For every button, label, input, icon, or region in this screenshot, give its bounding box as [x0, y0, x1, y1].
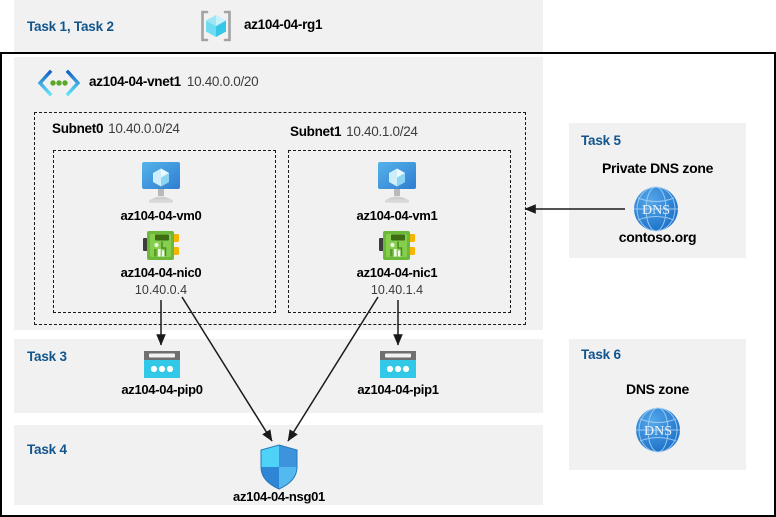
nic0-ip: 10.40.0.4	[134, 283, 188, 297]
subnet1-cidr: 10.40.1.0/24	[346, 124, 418, 139]
network-interface-icon	[377, 229, 417, 263]
subnet1-header: Subnet1 10.40.1.0/24	[290, 124, 418, 139]
private-dns-name: contoso.org	[618, 229, 697, 245]
dns-globe-icon: DNS	[633, 405, 683, 455]
public-ip-icon	[377, 349, 419, 381]
pip1-label: az104-04-pip1	[357, 382, 439, 397]
vnet-address-space: 10.40.0.0/20	[186, 74, 259, 89]
subnet0-name: Subnet0	[52, 121, 104, 136]
resource-group-name: az104-04-rg1	[244, 17, 323, 32]
virtual-machine-icon	[135, 160, 187, 206]
public-dns-heading: DNS zone	[626, 381, 689, 397]
vm0-label: az104-04-vm0	[120, 208, 202, 223]
vnet-band	[14, 57, 543, 330]
nic1-label: az104-04-nic1	[356, 265, 438, 280]
public-ip-icon	[141, 349, 183, 381]
subnet0-header: Subnet0 10.40.0.0/24	[52, 121, 180, 136]
resource-group-band	[14, 0, 543, 52]
subnet0-box	[53, 150, 276, 313]
private-dns-heading: Private DNS zone	[601, 160, 714, 176]
nsg-label: az104-04-nsg01	[233, 489, 325, 504]
task-label-public-dns: Task 6	[581, 347, 621, 362]
nic0-label: az104-04-nic0	[120, 265, 202, 280]
svg-text:DNS: DNS	[644, 424, 672, 439]
network-security-group-icon	[258, 443, 300, 491]
nic1-ip: 10.40.1.4	[370, 283, 424, 297]
task-label-nsg: Task 4	[27, 442, 67, 457]
subnets-container	[34, 112, 526, 325]
subnet1-name: Subnet1	[290, 124, 342, 139]
network-interface-icon	[141, 229, 181, 263]
task-label-rg: Task 1, Task 2	[27, 19, 114, 34]
vm1-label: az104-04-vm1	[356, 208, 438, 223]
subnet1-box	[288, 150, 511, 313]
dns-globe-icon: DNS	[631, 184, 681, 234]
task-label-pip: Task 3	[27, 349, 67, 364]
pip0-label: az104-04-pip0	[121, 382, 203, 397]
vnet-header: az104-04-vnet1 10.40.0.0/20	[89, 74, 259, 89]
task-label-private-dns: Task 5	[581, 133, 621, 148]
public-ip-band	[14, 339, 543, 413]
subnet0-cidr: 10.40.0.0/24	[108, 121, 180, 136]
virtual-network-icon	[36, 68, 82, 98]
resource-group-icon	[196, 6, 236, 46]
resource-group-name-text: az104-04-rg1	[244, 17, 323, 32]
virtual-machine-icon	[371, 160, 423, 206]
svg-text:DNS: DNS	[642, 203, 670, 218]
vnet-name: az104-04-vnet1	[89, 74, 181, 89]
